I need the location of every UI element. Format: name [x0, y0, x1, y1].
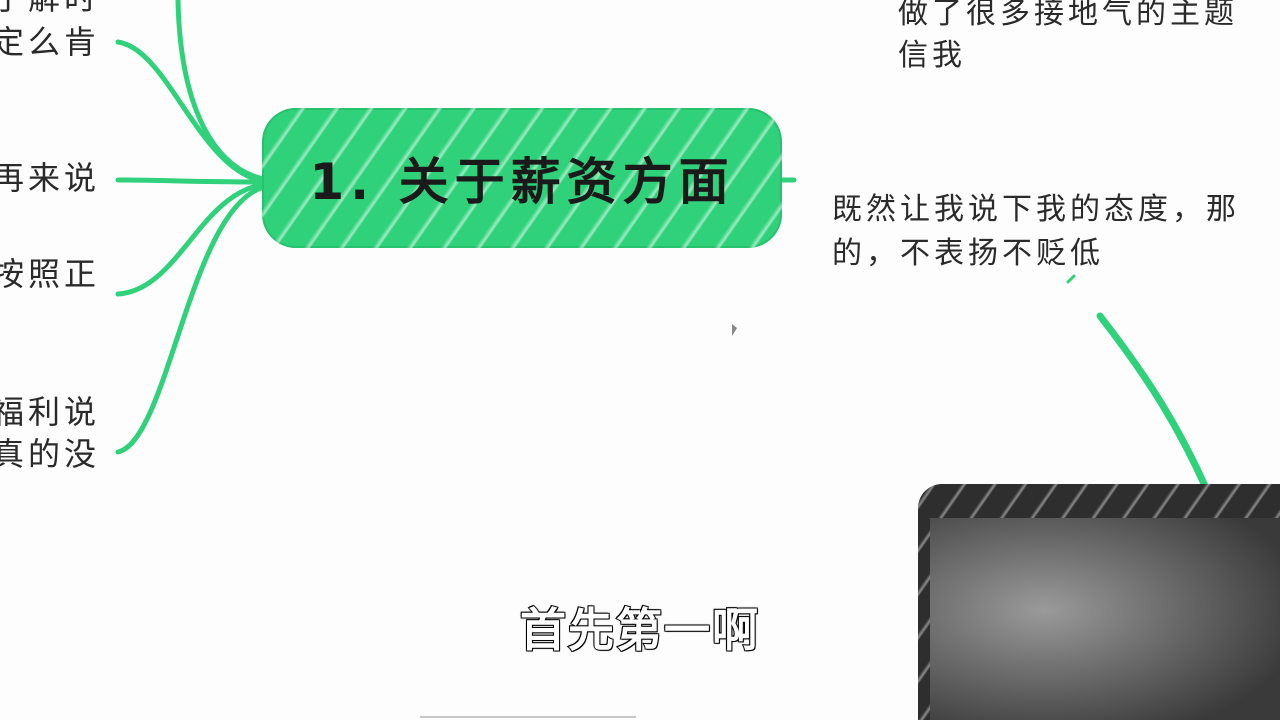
- video-subtitle: 首先第一啊: [519, 602, 760, 658]
- node-hatch-texture: [262, 108, 782, 248]
- image-node[interactable]: [918, 484, 1280, 720]
- connector-left-4: [115, 181, 271, 297]
- connector-tick: [1066, 274, 1076, 284]
- main-topic-node[interactable]: 1. 关于薪资方面: [262, 108, 782, 248]
- snow-scene-image: [930, 518, 1280, 720]
- right-branch-top-line2: 信我: [898, 38, 966, 73]
- bottom-divider: [420, 716, 636, 718]
- right-branch-top-line1: 做了很多接地气的主题: [898, 0, 1238, 31]
- left-branch-4: 按照正: [0, 255, 100, 293]
- right-branch-mid-line1: 既然让我说下我的态度，那: [832, 192, 1240, 227]
- connector-left-top: [175, 0, 271, 183]
- right-branch-mid-line2: 的，不表扬不贬低: [832, 236, 1104, 271]
- main-topic-label: 1. 关于薪资方面: [309, 153, 735, 211]
- left-branch-1: 了解时: [0, 0, 100, 18]
- left-branch-5: 福利说: [0, 393, 100, 431]
- left-branch-3: 再来说: [0, 159, 100, 197]
- connector-left-2: [115, 39, 271, 185]
- left-branch-2: 定么肯: [0, 23, 100, 61]
- connector-right-to-photo: [1096, 312, 1210, 492]
- connector-left-3: [115, 177, 271, 185]
- left-branch-6: 真的没: [0, 435, 100, 473]
- connector-left-5: [115, 183, 271, 455]
- mouse-cursor-icon: [732, 324, 737, 336]
